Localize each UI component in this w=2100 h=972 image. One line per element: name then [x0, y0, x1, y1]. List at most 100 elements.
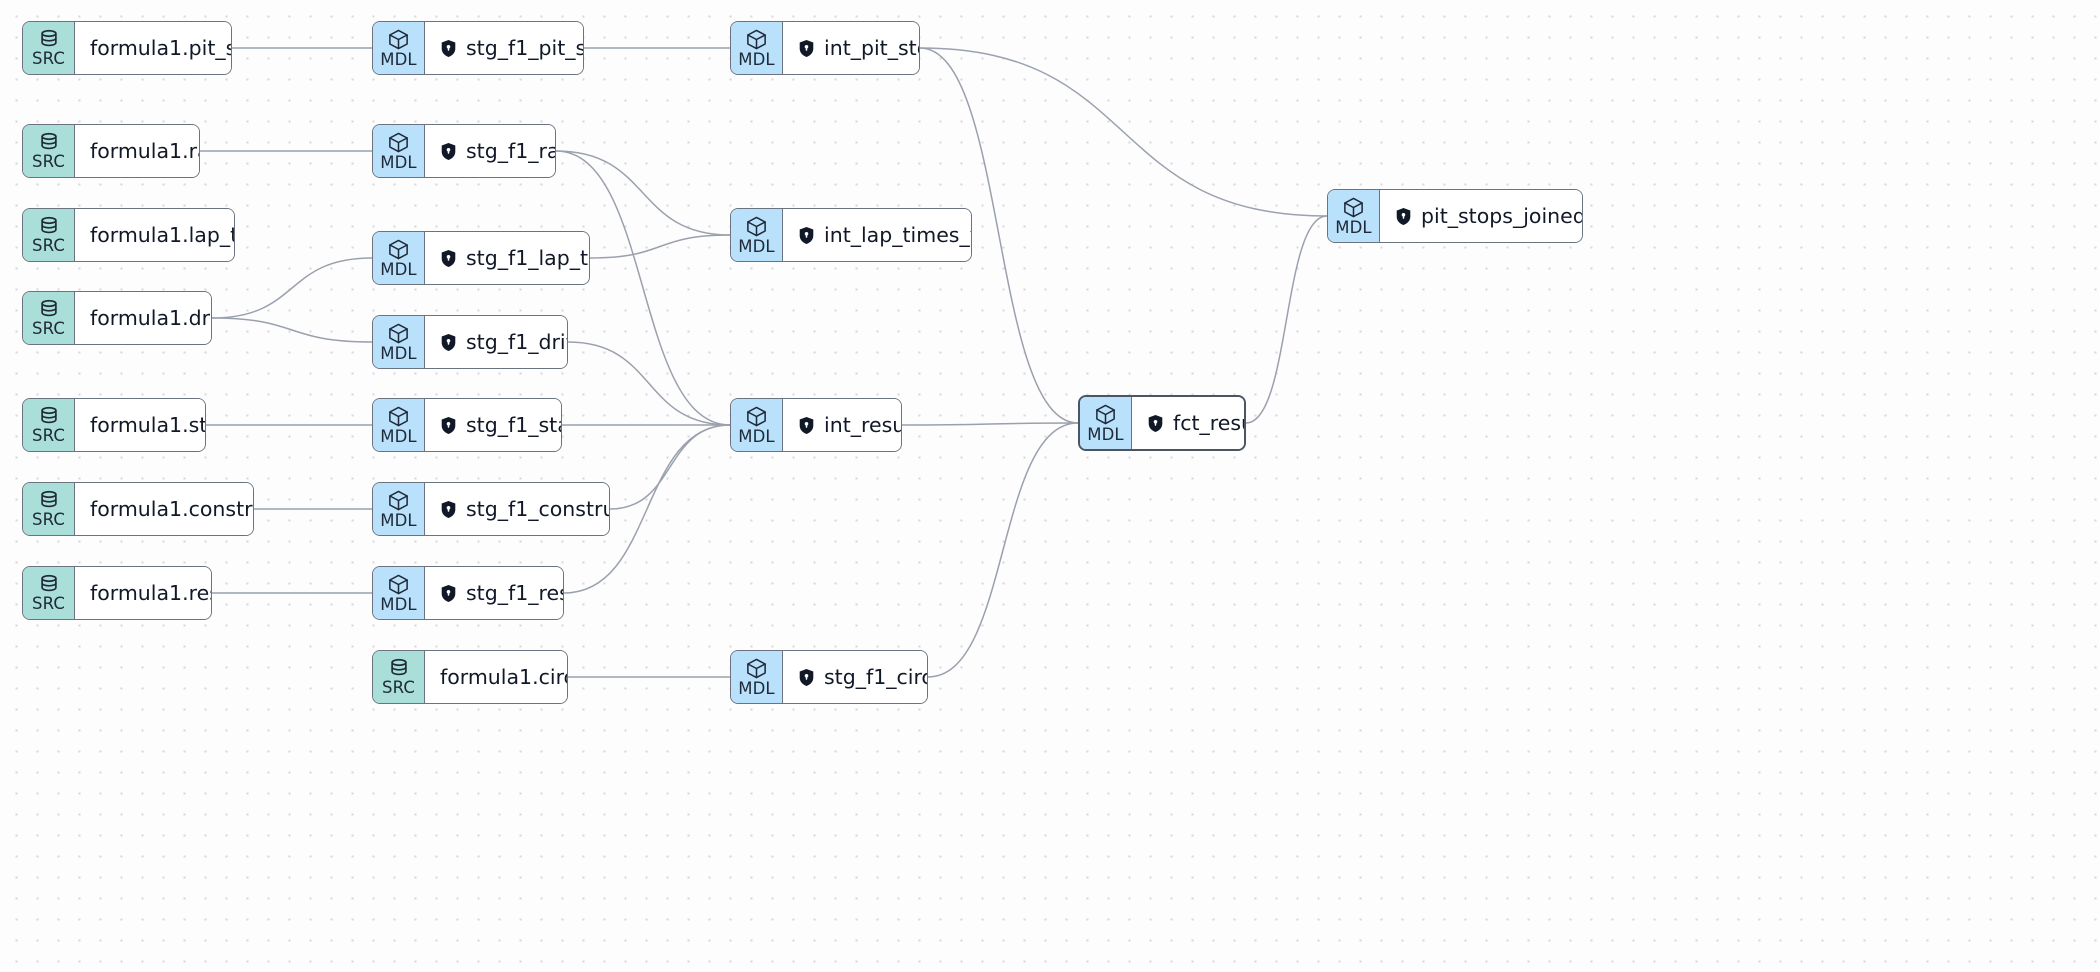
node-type-label: MDL [1087, 424, 1124, 444]
node-type-badge-mdl: MDL [373, 399, 425, 451]
node-label: formula1.races [90, 138, 199, 163]
node-type-label: MDL [380, 49, 417, 69]
node-type-badge-src: SRC [373, 651, 425, 703]
node-label: fct_results [1173, 410, 1244, 435]
node-type-badge-mdl: MDL [373, 22, 425, 74]
node-type-label: SRC [32, 594, 65, 614]
node-body: stg_f1_drivers [425, 316, 567, 368]
database-icon [38, 405, 60, 427]
shield-icon [1147, 414, 1164, 433]
cube-icon [387, 322, 410, 345]
node-type-label: SRC [32, 152, 65, 172]
node-label: formula1.pit_stops [90, 35, 231, 60]
node-label: stg_f1_races [466, 138, 555, 163]
shield-icon [440, 584, 457, 603]
node-type-label: MDL [738, 236, 775, 256]
node-body: stg_f1_constructors [425, 483, 609, 535]
cube-icon [745, 657, 768, 680]
graph-edge-stg_lap_times-to-int_lap_times_years [589, 234, 731, 259]
shield-icon [440, 333, 457, 352]
graph-node-stg_status[interactable]: MDL stg_f1_status [372, 398, 562, 452]
node-body: int_results [783, 399, 901, 451]
node-label: stg_f1_circuits [824, 664, 927, 689]
cube-icon [1342, 196, 1365, 219]
node-body: stg_f1_status [425, 399, 561, 451]
node-body: formula1.drivers [75, 292, 211, 344]
node-label: int_lap_times_years [824, 222, 971, 247]
node-type-badge-mdl: MDL [731, 399, 783, 451]
node-label: pit_stops_joined [1421, 203, 1583, 228]
database-icon [38, 573, 60, 595]
node-label: stg_f1_drivers [466, 329, 567, 354]
shield-icon [798, 668, 815, 687]
graph-edge-int_pit_stops-to-pit_stops_joined [919, 47, 1328, 217]
node-type-label: SRC [32, 236, 65, 256]
node-type-badge-mdl: MDL [373, 316, 425, 368]
node-label: stg_f1_lap_times [466, 245, 589, 270]
node-label: stg_f1_constructors [466, 496, 609, 521]
shield-icon [798, 39, 815, 58]
graph-node-stg_pit_stops[interactable]: MDL stg_f1_pit_stops [372, 21, 584, 75]
node-type-badge-src: SRC [23, 399, 75, 451]
graph-node-src_lap_times[interactable]: SRC formula1.lap_times [22, 208, 235, 262]
node-body: fct_results [1132, 397, 1244, 449]
node-type-badge-src: SRC [23, 483, 75, 535]
cube-icon [387, 238, 410, 261]
node-type-badge-src: SRC [23, 292, 75, 344]
graph-node-stg_circuits[interactable]: MDL stg_f1_circuits [730, 650, 928, 704]
node-body: stg_f1_pit_stops [425, 22, 583, 74]
node-type-badge-src: SRC [23, 22, 75, 74]
node-body: formula1.circuits [425, 651, 567, 703]
database-icon [38, 215, 60, 237]
database-icon [38, 131, 60, 153]
node-body: formula1.status [75, 399, 205, 451]
node-type-label: SRC [32, 319, 65, 339]
graph-edge-stg_races-to-int_lap_times_years [555, 150, 731, 236]
node-type-label: MDL [738, 678, 775, 698]
graph-node-src_races[interactable]: SRC formula1.races [22, 124, 200, 178]
database-icon [38, 298, 60, 320]
node-label: formula1.results [90, 580, 211, 605]
node-type-label: MDL [380, 426, 417, 446]
graph-edge-stg_drivers-to-int_results [567, 341, 731, 426]
node-body: stg_f1_circuits [783, 651, 927, 703]
node-type-badge-mdl: MDL [1080, 397, 1132, 449]
cube-icon [387, 489, 410, 512]
node-body: formula1.results [75, 567, 211, 619]
node-body: formula1.lap_times [75, 209, 234, 261]
node-type-badge-mdl: MDL [373, 567, 425, 619]
graph-node-fct_results[interactable]: MDL fct_results [1078, 395, 1246, 451]
shield-icon [440, 416, 457, 435]
node-type-label: SRC [32, 510, 65, 530]
node-label: formula1.drivers [90, 305, 211, 330]
node-label: int_pit_stops [824, 35, 919, 60]
graph-edge-src_drivers-to-stg_drivers [211, 317, 373, 343]
graph-node-stg_constructors[interactable]: MDL stg_f1_constructors [372, 482, 610, 536]
graph-node-src_results[interactable]: SRC formula1.results [22, 566, 212, 620]
database-icon [388, 657, 410, 679]
graph-node-stg_drivers[interactable]: MDL stg_f1_drivers [372, 315, 568, 369]
node-body: int_pit_stops [783, 22, 919, 74]
graph-node-int_lap_times_years[interactable]: MDL int_lap_times_years [730, 208, 972, 262]
shield-icon [440, 500, 457, 519]
node-body: stg_f1_races [425, 125, 555, 177]
graph-edge-stg_circuits-to-fct_results [927, 422, 1079, 678]
node-type-label: MDL [380, 594, 417, 614]
node-type-badge-src: SRC [23, 125, 75, 177]
graph-node-src_pit_stops[interactable]: SRC formula1.pit_stops [22, 21, 232, 75]
node-body: formula1.races [75, 125, 199, 177]
node-type-badge-mdl: MDL [373, 483, 425, 535]
cube-icon [387, 573, 410, 596]
graph-node-src_drivers[interactable]: SRC formula1.drivers [22, 291, 212, 345]
